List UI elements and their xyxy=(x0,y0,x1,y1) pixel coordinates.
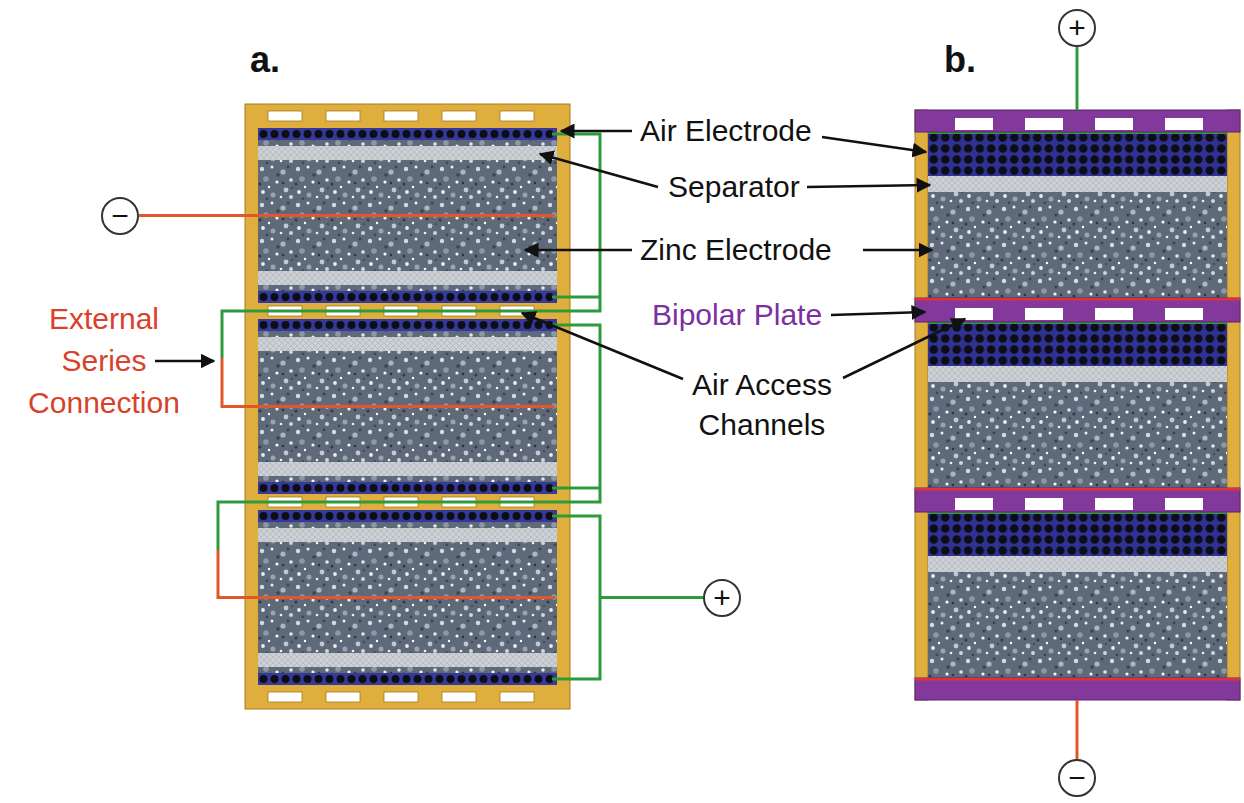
label-text: b. xyxy=(944,39,976,80)
cell xyxy=(928,512,1227,678)
panel-letter: b. xyxy=(944,38,976,81)
leader-group xyxy=(155,131,965,379)
leader-line xyxy=(822,137,926,152)
cell-wall xyxy=(1227,110,1240,700)
terminal-sign: + xyxy=(1068,13,1086,43)
cell xyxy=(928,132,1227,298)
zinc-contact xyxy=(915,678,1240,681)
leader-line xyxy=(540,154,658,187)
leader-line xyxy=(807,185,930,187)
leader-line xyxy=(155,360,214,363)
end-plate xyxy=(915,678,1240,700)
label-text: Zinc Electrode xyxy=(640,233,832,266)
leader-line xyxy=(525,249,632,252)
label-text: Air Electrode xyxy=(640,114,812,147)
cell xyxy=(928,322,1227,488)
terminal-sign: − xyxy=(111,201,129,231)
negative-terminal: − xyxy=(1058,759,1096,797)
air-collector-wire xyxy=(218,325,600,550)
cell-wall xyxy=(915,110,928,700)
air-collector-wire xyxy=(552,296,600,299)
terminal-wire xyxy=(1076,47,1079,110)
leader-line xyxy=(863,249,932,252)
label-text: a. xyxy=(250,39,280,80)
label-text: External Series Connection xyxy=(28,302,180,419)
part-label: Air Electrode xyxy=(640,113,812,149)
part-label: Bipolar Plate xyxy=(652,297,822,333)
air-channels xyxy=(268,111,534,121)
air-collector-wire xyxy=(552,516,600,679)
end-plate xyxy=(915,110,1240,132)
part-label: Separator xyxy=(668,169,800,205)
zinc-collector-wire xyxy=(222,358,555,407)
negative-terminal: − xyxy=(101,197,139,235)
zinc-collector-wire xyxy=(218,550,555,598)
label-text: Air Access Channels xyxy=(692,368,832,441)
part-label: Air Access Channels xyxy=(677,365,847,445)
terminal-wire xyxy=(600,596,703,599)
part-label: Zinc Electrode xyxy=(640,232,832,268)
label-text: Bipolar Plate xyxy=(652,298,822,331)
leader-line xyxy=(843,319,965,378)
air-collector-wire xyxy=(222,134,600,358)
terminal-wire xyxy=(1076,700,1079,759)
wiring-a xyxy=(139,134,703,679)
terminal-sign: + xyxy=(713,583,731,613)
part-label: External Series Connection xyxy=(18,298,190,424)
air-channels xyxy=(268,692,534,702)
air-collector-wire xyxy=(552,487,600,490)
air-channels xyxy=(955,118,1203,130)
bipolar-plate xyxy=(915,488,1240,512)
panel-letter: a. xyxy=(250,38,280,81)
leader-line xyxy=(561,130,632,133)
zinc-collector-wire xyxy=(139,214,555,217)
leader-line xyxy=(831,312,925,315)
label-text: Separator xyxy=(668,170,800,203)
positive-terminal: + xyxy=(1058,9,1096,47)
terminal-sign: − xyxy=(1068,763,1086,793)
positive-terminal: + xyxy=(703,579,741,617)
